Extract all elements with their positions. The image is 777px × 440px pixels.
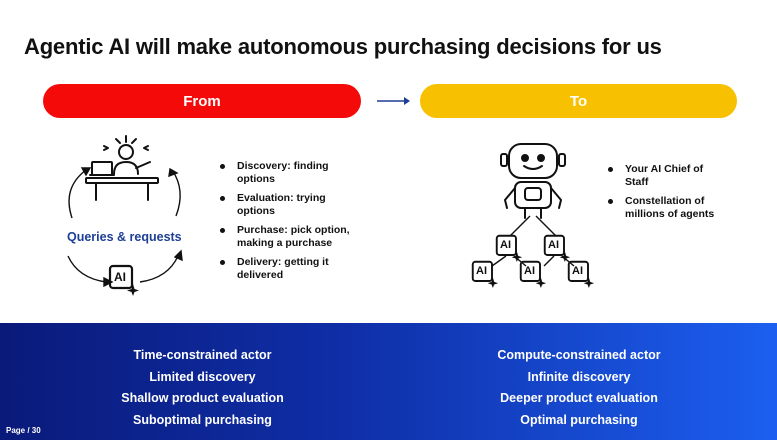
from-trait: Suboptimal purchasing <box>133 412 272 427</box>
to-trait: Compute-constrained actor <box>497 348 661 362</box>
to-label: To <box>569 92 588 110</box>
ai-sparkle-icon: AI <box>108 264 140 296</box>
bullet-item: Delivery: getting it delivered <box>220 256 360 282</box>
to-traits-column: Compute-constrained actor Infinite disco… <box>470 345 688 431</box>
cycle-label: Queries & requests <box>67 230 182 244</box>
ai-sparkle-icon: AI <box>519 260 547 288</box>
bullet-item: Evaluation: trying options <box>220 192 360 218</box>
ai-text: AI <box>476 265 487 277</box>
ai-text: AI <box>114 270 126 284</box>
from-traits-column: Time-constrained actor Limited discovery… <box>100 345 305 431</box>
bullet-item: Constellation of millions of agents <box>608 195 728 221</box>
frustrated-person-at-desk-icon <box>85 135 159 201</box>
ai-sparkle-icon: AI <box>567 260 595 288</box>
bullet-item: Your AI Chief of Staff <box>608 163 728 189</box>
ai-text: AI <box>524 265 535 277</box>
comparison-band <box>0 323 777 440</box>
left-bullet-list: Discovery: finding options Evaluation: t… <box>220 160 360 288</box>
ai-text: AI <box>500 239 511 251</box>
page-number: Page / 30 <box>6 426 41 435</box>
slide-title: Agentic AI will make autonomous purchasi… <box>24 34 662 59</box>
to-trait: Deeper product evaluation <box>500 391 658 405</box>
from-trait: Limited discovery <box>149 369 256 384</box>
from-trait: Time-constrained actor <box>133 348 272 362</box>
from-trait: Shallow product evaluation <box>121 391 284 405</box>
robot-icon <box>500 143 566 219</box>
right-arrow-icon <box>377 97 410 105</box>
ai-text: AI <box>572 265 583 277</box>
bullet-item: Discovery: finding options <box>220 160 360 186</box>
bullet-item: Purchase: pick option, making a purchase <box>220 224 360 250</box>
ai-text: AI <box>548 239 559 251</box>
to-pill: To <box>420 84 737 118</box>
ai-sparkle-icon: AI <box>471 260 499 288</box>
cycle-arrows-icon <box>67 167 183 288</box>
to-trait: Optimal purchasing <box>520 412 638 427</box>
connector-lines <box>491 215 575 267</box>
from-label: From <box>183 92 221 110</box>
from-pill: From <box>43 84 361 118</box>
right-bullet-list: Your AI Chief of Staff Constellation of … <box>608 163 728 227</box>
ai-sparkle-icon: AI <box>495 234 523 262</box>
to-trait: Infinite discovery <box>527 369 631 384</box>
ai-sparkle-icon: AI <box>543 234 571 262</box>
